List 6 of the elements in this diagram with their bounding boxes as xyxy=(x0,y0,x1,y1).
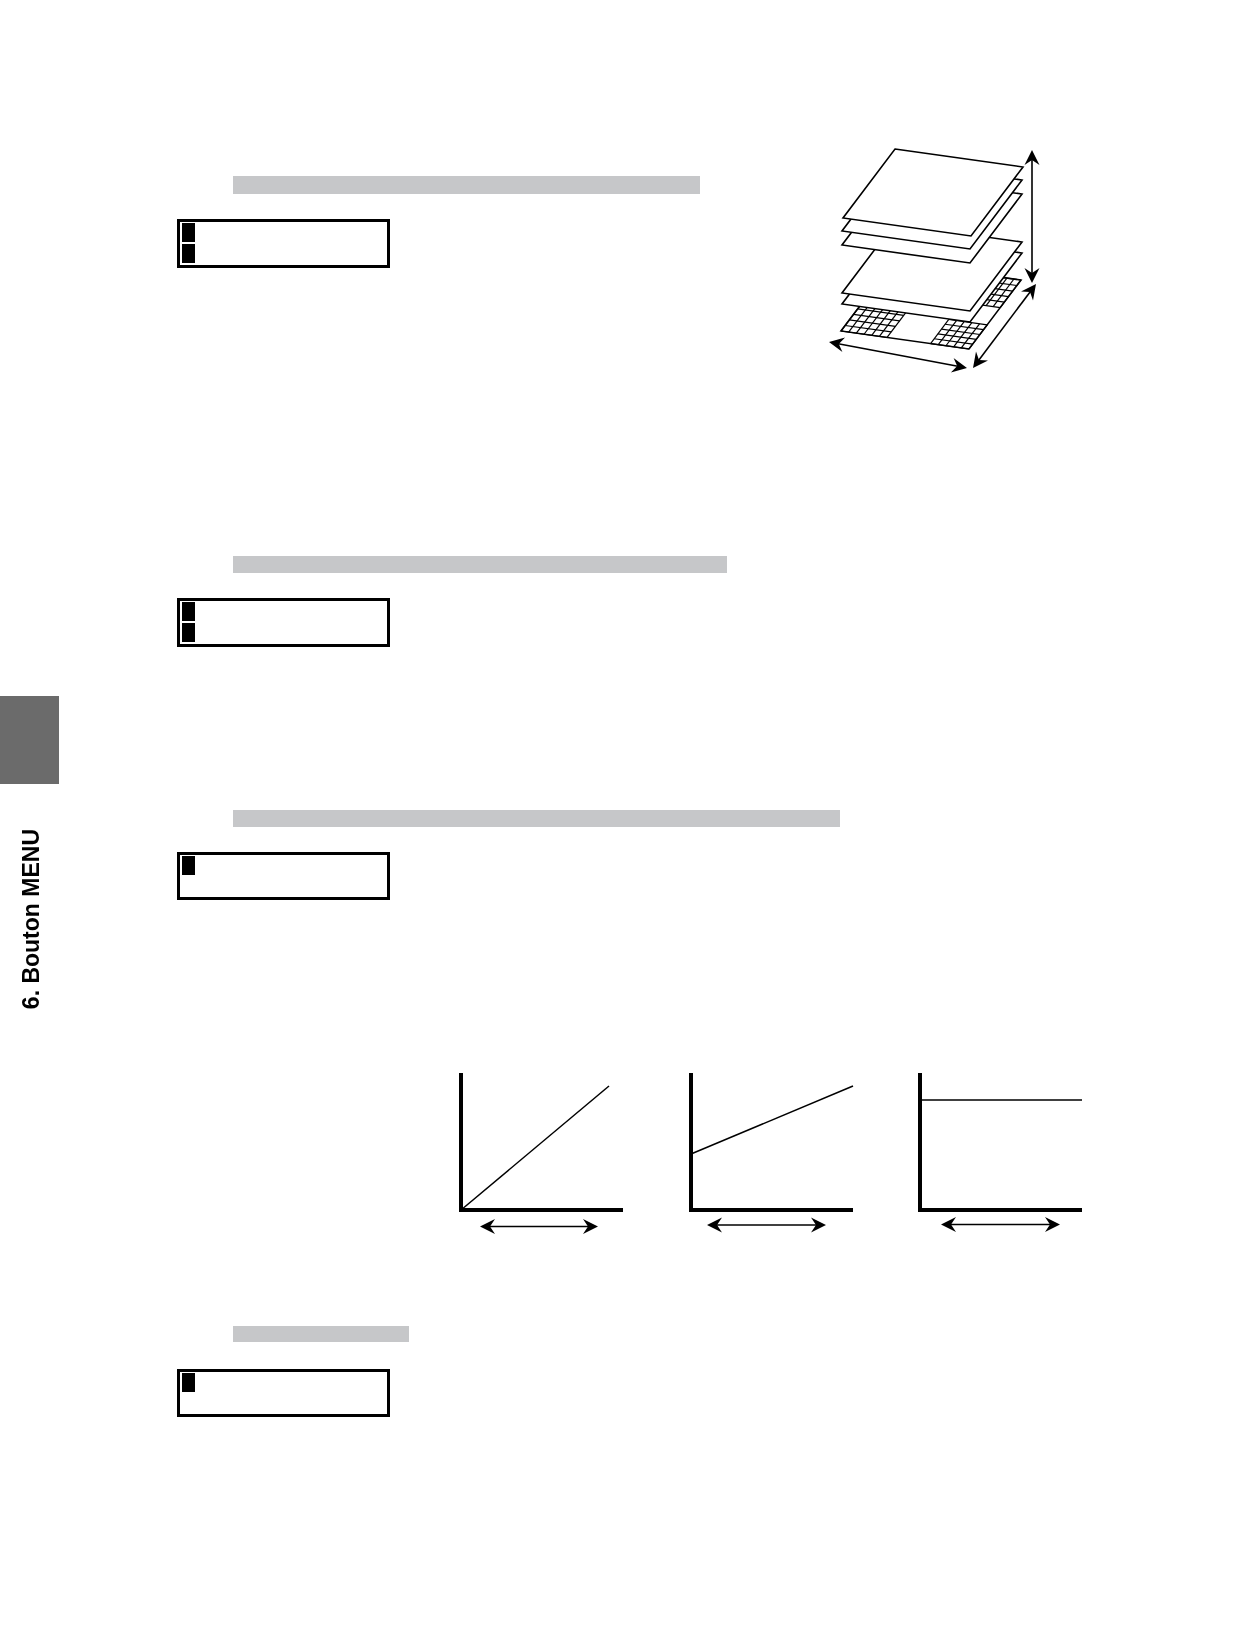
heading-bar xyxy=(233,810,840,827)
section-tab-label: 6. Bouton MENU xyxy=(20,829,43,1010)
heading-bar xyxy=(233,556,727,573)
side-tab xyxy=(0,696,59,784)
heading-bar xyxy=(233,1326,409,1342)
heading-bar xyxy=(233,176,700,194)
